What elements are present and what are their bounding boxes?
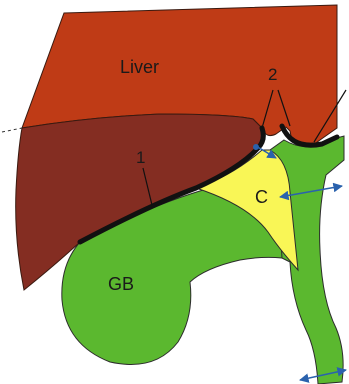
label-liver: Liver bbox=[120, 57, 159, 77]
hilum-dot bbox=[253, 144, 259, 150]
label-gb: GB bbox=[108, 274, 134, 294]
dashed-extension-line bbox=[2, 128, 22, 132]
label-1: 1 bbox=[136, 148, 145, 167]
label-c: C bbox=[255, 187, 268, 207]
label-2: 2 bbox=[268, 65, 277, 84]
